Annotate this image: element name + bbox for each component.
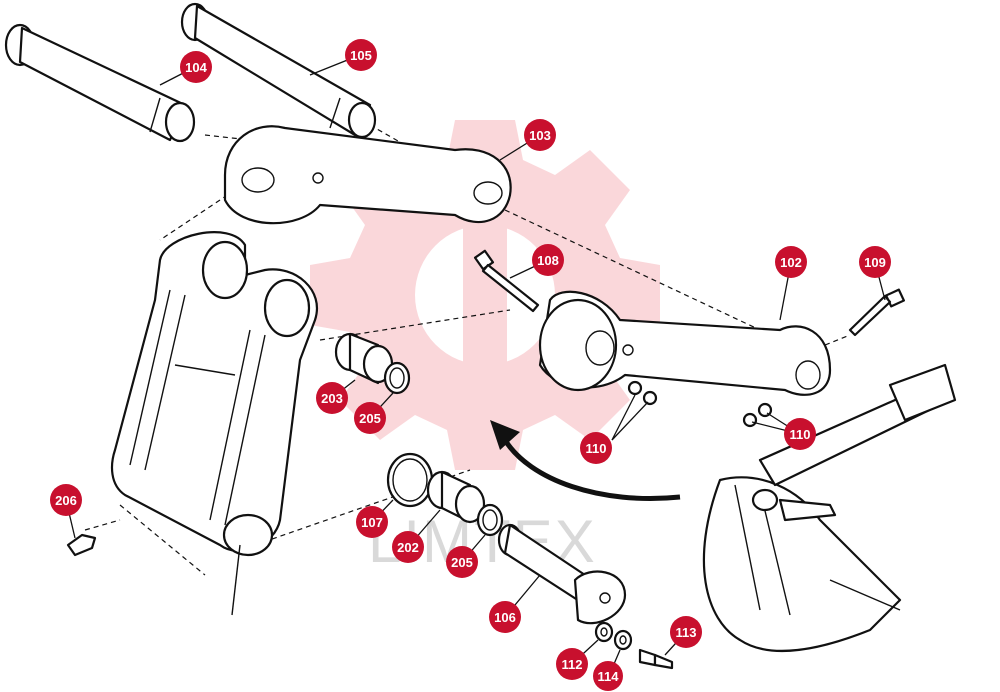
nuts-110: [627, 380, 773, 428]
badge-108: 108: [532, 244, 564, 276]
svg-text:202: 202: [397, 540, 419, 555]
bolt-108: [473, 249, 540, 313]
bushing-202: [426, 470, 486, 524]
badge-203: 203: [316, 382, 348, 414]
pin-104: [4, 23, 196, 143]
badge-113: 113: [670, 616, 702, 648]
badge-106: 106: [489, 601, 521, 633]
svg-text:110: 110: [790, 427, 811, 442]
svg-text:105: 105: [350, 48, 372, 63]
bolt-113: [638, 648, 674, 670]
link-arm-102: [538, 290, 832, 396]
badge-109: 109: [859, 246, 891, 278]
badge-105: 105: [345, 39, 377, 71]
seal-205-lower: [476, 503, 504, 537]
bolt-109: [848, 288, 905, 337]
badge-104: 104: [180, 51, 212, 83]
badge-112: 112: [556, 648, 588, 680]
svg-text:206: 206: [55, 493, 77, 508]
badge-206: 206: [50, 484, 82, 516]
boom-frame: [110, 231, 318, 616]
svg-text:102: 102: [780, 255, 802, 270]
svg-text:109: 109: [864, 255, 886, 270]
svg-text:112: 112: [562, 657, 583, 672]
svg-text:114: 114: [598, 669, 620, 684]
svg-text:103: 103: [529, 128, 551, 143]
svg-text:205: 205: [359, 411, 381, 426]
badge-114: 114: [593, 661, 623, 691]
pin-106: [497, 523, 627, 625]
badge-103: 103: [524, 119, 556, 151]
svg-text:107: 107: [361, 515, 383, 530]
svg-text:108: 108: [537, 253, 559, 268]
grease-nipple-206: [66, 533, 97, 557]
badge-110-right: 110: [784, 418, 816, 450]
seal-205-upper: [383, 361, 411, 395]
svg-text:110: 110: [586, 441, 607, 456]
svg-text:104: 104: [185, 60, 207, 75]
badge-205-lower: 205: [446, 546, 478, 578]
svg-text:203: 203: [321, 391, 343, 406]
washer-112: [594, 621, 614, 643]
ring-107: [386, 452, 434, 508]
badge-110-left: 110: [580, 432, 612, 464]
svg-text:113: 113: [676, 625, 697, 640]
badge-205-upper: 205: [354, 402, 386, 434]
svg-text:106: 106: [494, 610, 516, 625]
badge-202: 202: [392, 531, 424, 563]
badge-107: 107: [356, 506, 388, 538]
link-arm-103: [223, 125, 512, 225]
washer-114: [613, 629, 633, 651]
svg-text:205: 205: [451, 555, 473, 570]
badge-102: 102: [775, 246, 807, 278]
excavator-bucket-illustration: [702, 363, 957, 652]
direction-arrow: [490, 420, 681, 501]
